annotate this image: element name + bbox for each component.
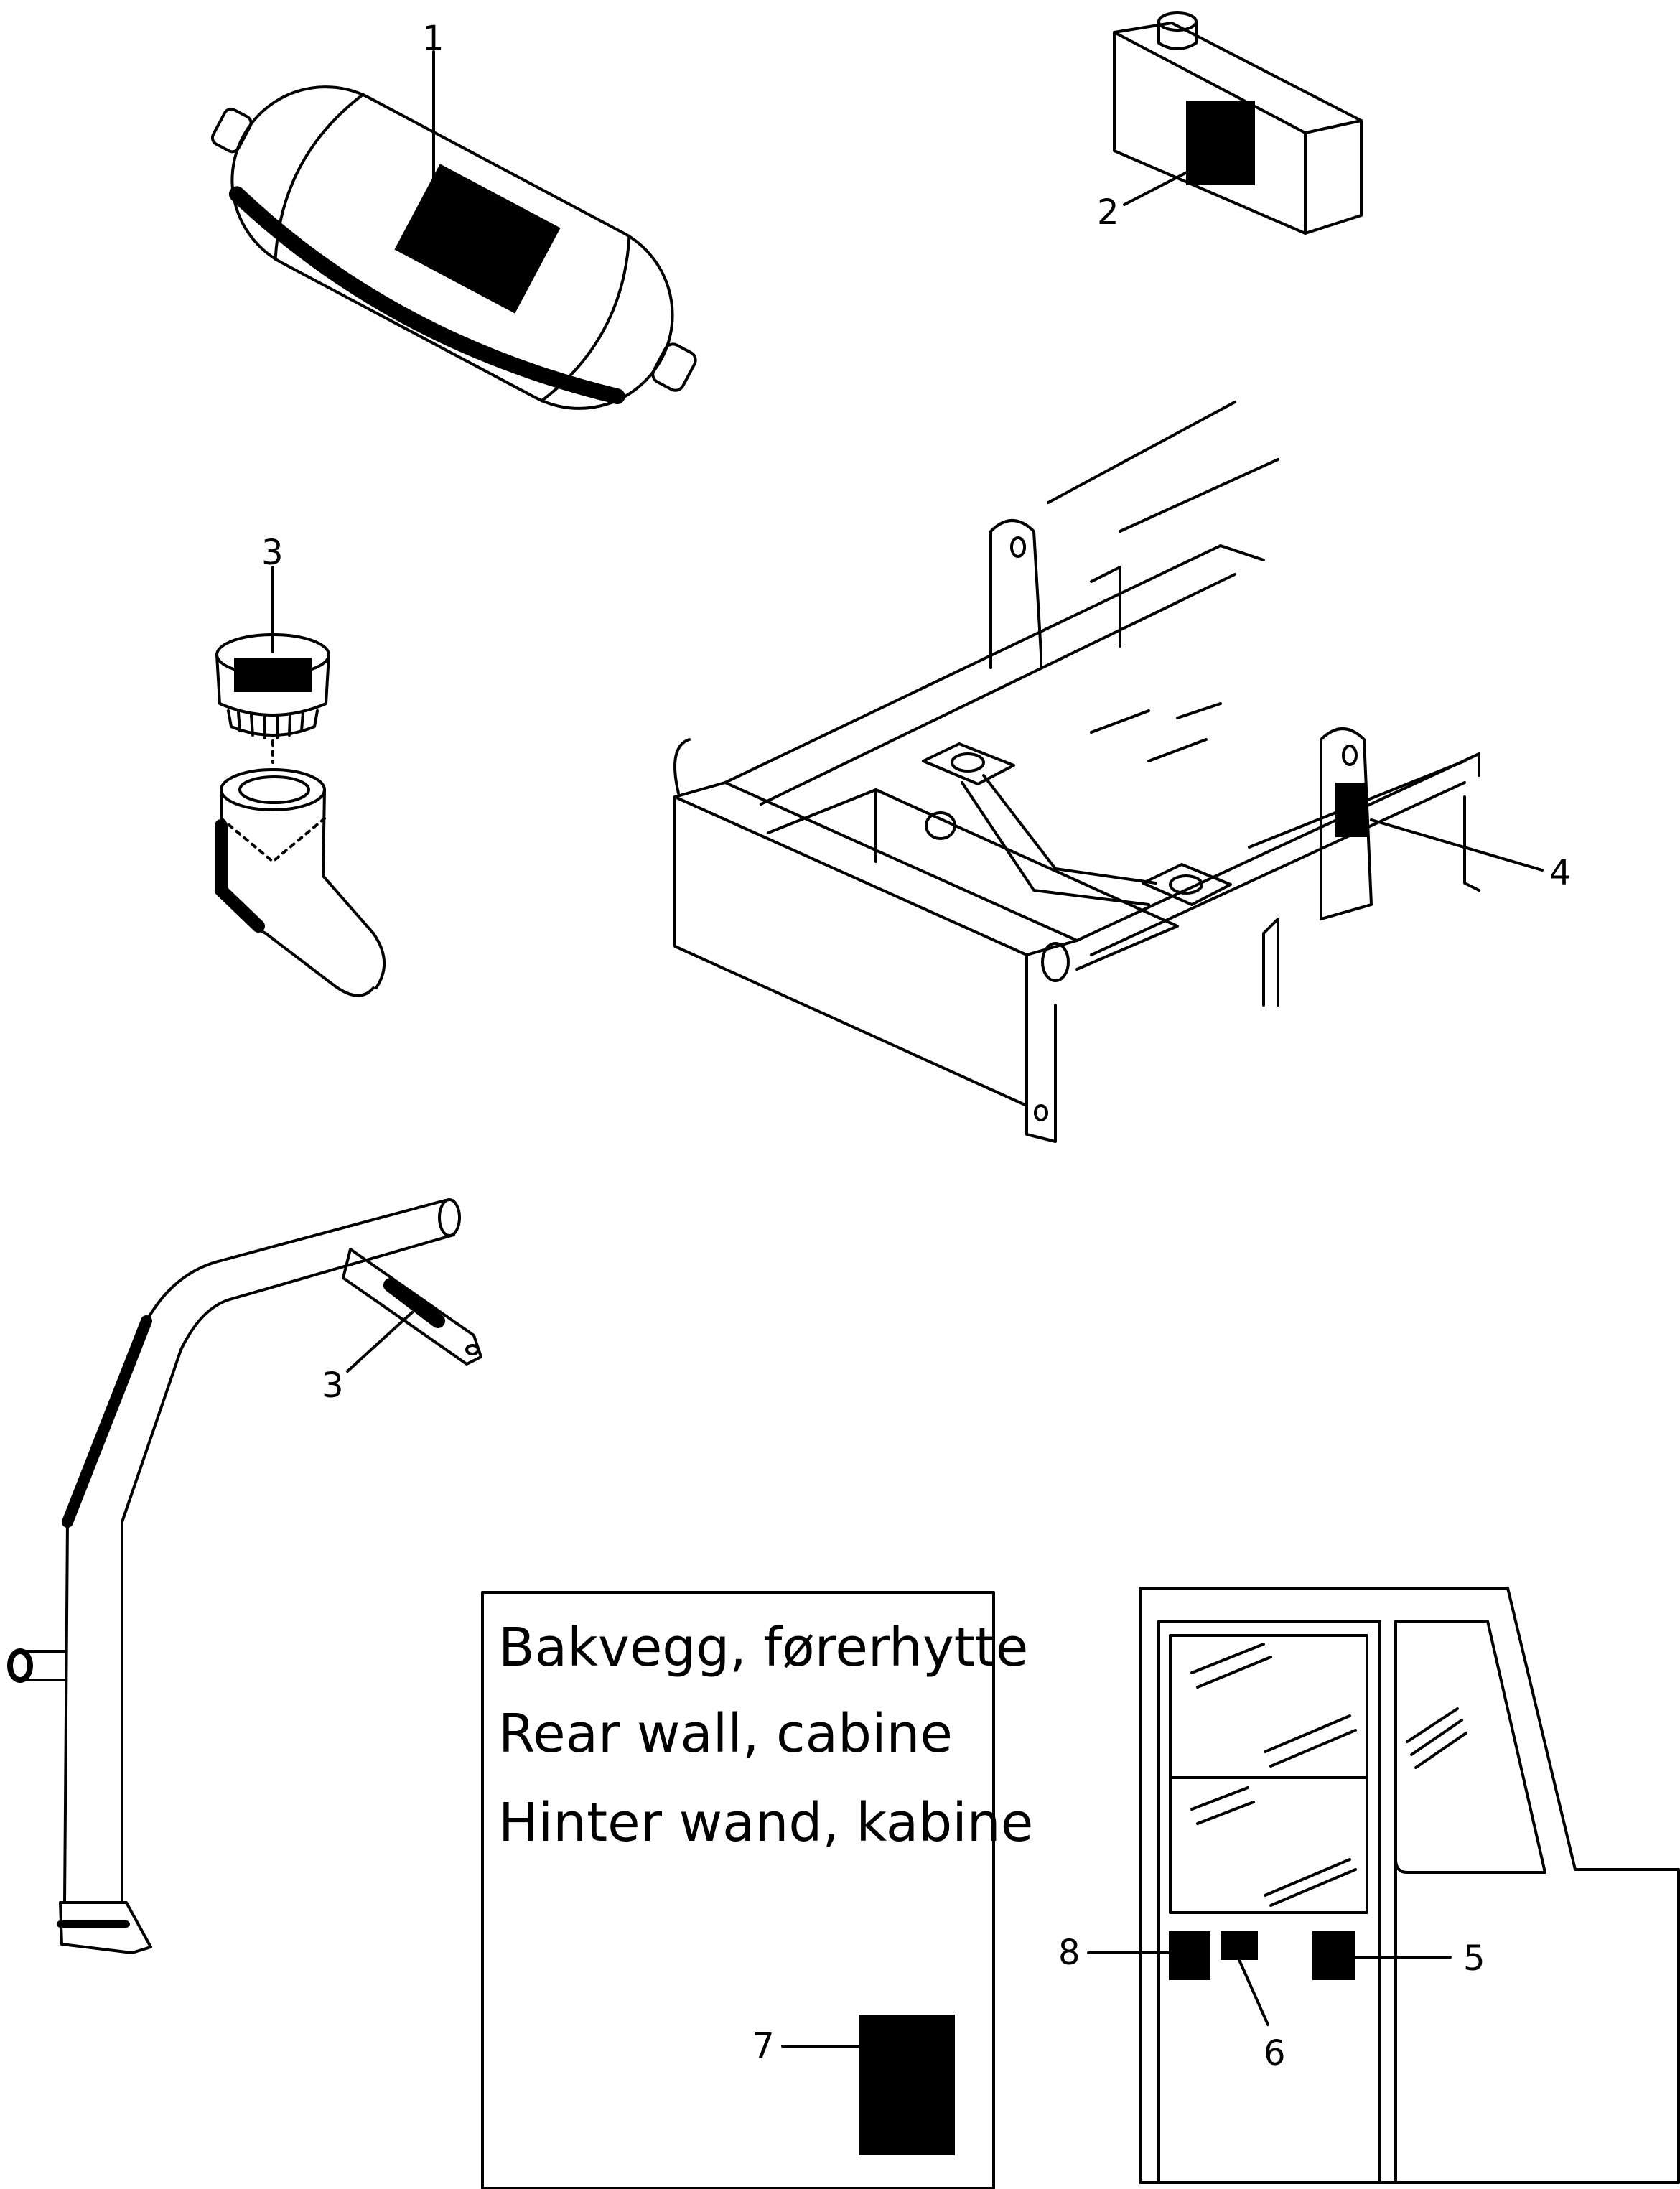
decal-6: [1221, 1931, 1258, 1960]
callout-1: 1: [422, 19, 444, 59]
decal-1: [394, 164, 561, 314]
callout-3-lower: 3: [322, 1366, 344, 1406]
rear-wall-panel: [481, 1591, 995, 2189]
callout-4: 4: [1549, 853, 1572, 893]
cap-and-elbow-fitting: [215, 633, 386, 997]
panel-line-norwegian: Bakvegg, førerhytte: [498, 1617, 1028, 1679]
decal-2: [1186, 101, 1255, 185]
reservoir-box: [1113, 11, 1363, 235]
decal-4: [1335, 783, 1367, 837]
callout-6: 6: [1264, 2033, 1286, 2073]
panel-line-english: Rear wall, cabine: [498, 1703, 953, 1765]
callout-2: 2: [1097, 192, 1119, 233]
cab-outline: [1139, 1587, 1680, 2184]
decal-7: [859, 2015, 955, 2155]
leader-6: [1238, 1959, 1269, 2026]
callout-5: 5: [1463, 1938, 1485, 1979]
decal-5: [1312, 1931, 1355, 1980]
handrail-tube: [7, 1198, 482, 1954]
decal-8: [1169, 1931, 1210, 1980]
callout-3-upper: 3: [261, 533, 284, 573]
leader-4: [1370, 818, 1544, 872]
panel-line-german: Hinter wand, kabine: [498, 1792, 1033, 1854]
leader-3b: [346, 1311, 414, 1373]
cylinder-tank: [210, 85, 697, 410]
callout-8: 8: [1058, 1933, 1081, 1973]
leader-2: [1123, 158, 1213, 206]
chassis-frame: [673, 401, 1480, 1143]
callout-7: 7: [752, 2026, 775, 2066]
decal-3a: [234, 658, 312, 692]
